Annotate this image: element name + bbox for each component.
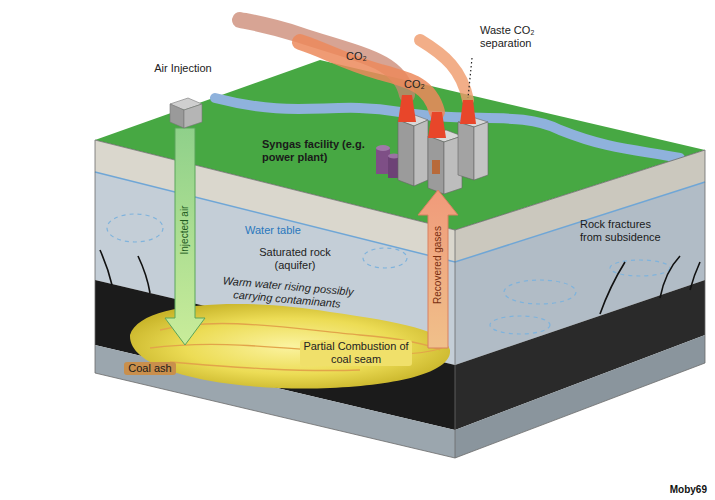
co2-plume (240, 20, 468, 112)
air-arrow (165, 128, 205, 345)
arrow-label: Recovered gases (432, 200, 444, 330)
gas-label: CO₂ (346, 50, 376, 63)
zone-label: Partial Combustion of coal seam (300, 340, 412, 366)
gas-label: CO₂ (404, 78, 434, 91)
callout-label: Air Injection (150, 62, 216, 75)
callout-label: Rock fractures from subsidence (580, 218, 672, 244)
bedrock (455, 335, 705, 458)
facility-label: Syngas facility (e.g. power plant) (262, 138, 370, 164)
arrow-label: Injected air (179, 175, 191, 285)
gas-arrow (418, 190, 458, 348)
smokestack (398, 95, 476, 138)
watermark: Moby69 (645, 484, 707, 496)
ash-label: Coal ash (124, 362, 176, 375)
water-table-label: Water table (245, 224, 315, 237)
callout-label: Waste CO₂ separation (480, 24, 550, 50)
layer-label: Saturated rock (aquifer) (250, 246, 340, 272)
leader-line (468, 58, 472, 98)
air-injection-unit (170, 98, 202, 128)
storage-tank (376, 145, 400, 178)
